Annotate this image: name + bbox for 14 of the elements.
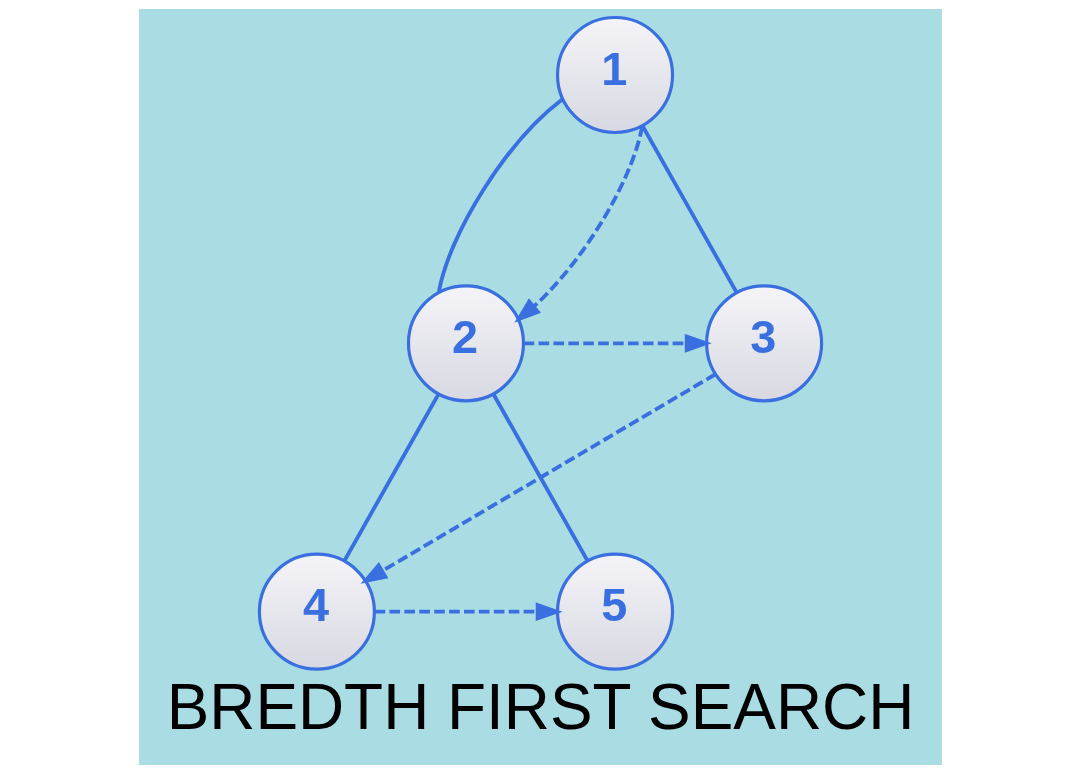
connector bbox=[641, 124, 739, 293]
connector bbox=[437, 97, 564, 292]
node-circle: 5 bbox=[555, 552, 675, 671]
connector bbox=[342, 393, 440, 562]
arrow bbox=[523, 333, 712, 353]
node-circle: 1 bbox=[555, 15, 675, 134]
diagram-title: BREDTH FIRST SEARCH bbox=[166, 670, 915, 743]
arrow bbox=[514, 125, 645, 323]
arrow bbox=[374, 601, 563, 621]
connector bbox=[492, 393, 590, 562]
node-circle: 4 bbox=[257, 552, 376, 671]
node-circle: 3 bbox=[705, 283, 824, 402]
arrow bbox=[360, 372, 717, 584]
node-circle: 2 bbox=[406, 283, 526, 402]
